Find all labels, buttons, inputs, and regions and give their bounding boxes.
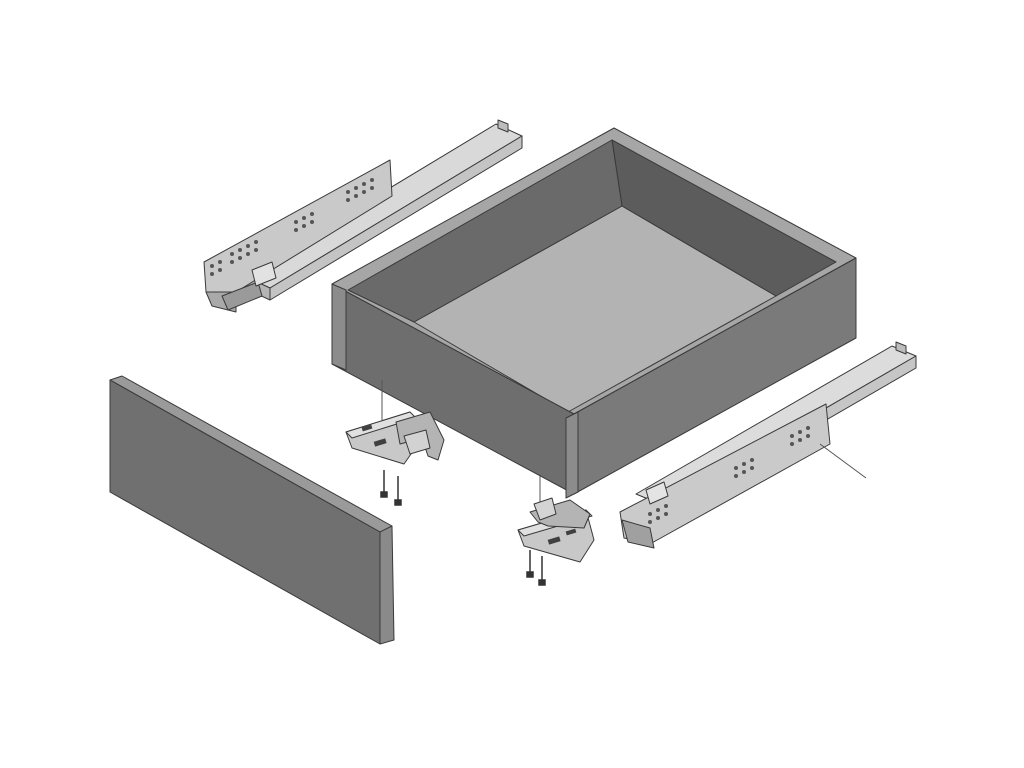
screw-head: [394, 499, 402, 506]
slide-stop-block: [645, 481, 669, 505]
slide-bracket-holes: [210, 178, 374, 276]
clip-slots: [547, 528, 577, 545]
box-end-cap-front: [565, 411, 579, 499]
screw-head: [538, 579, 546, 586]
drawer-slide-right: [619, 341, 917, 549]
box-inner-wall-left: [347, 139, 623, 323]
mounting-screws-left: [380, 470, 402, 506]
slide-rail-side: [269, 135, 523, 301]
clip-hook: [533, 497, 557, 521]
clip-slots: [361, 424, 387, 447]
front-panel: [109, 375, 395, 645]
leader-line: [819, 443, 867, 479]
slide-stop-block: [251, 261, 277, 287]
drawer-box: [331, 127, 857, 499]
slide-bracket-holes: [648, 426, 810, 524]
locking-device-left: [345, 411, 445, 465]
slide-bracket-channel: [221, 281, 263, 311]
slide-bracket: [619, 403, 831, 545]
screw-head: [526, 571, 534, 578]
drawer-slide-left: [203, 119, 523, 313]
locking-device-right: [517, 497, 595, 563]
slide-bracket: [203, 159, 393, 293]
slide-end-tab: [497, 119, 509, 133]
clip-lever: [529, 499, 591, 529]
front-panel-face: [109, 379, 381, 645]
slide-end-tab: [895, 341, 907, 355]
screw-head: [380, 491, 388, 498]
clip-hook: [403, 429, 431, 455]
slide-bracket-channel: [621, 519, 655, 549]
mounting-screws-right: [526, 550, 546, 586]
front-panel-side-edge: [379, 525, 395, 645]
box-end-cap-left: [331, 283, 347, 371]
